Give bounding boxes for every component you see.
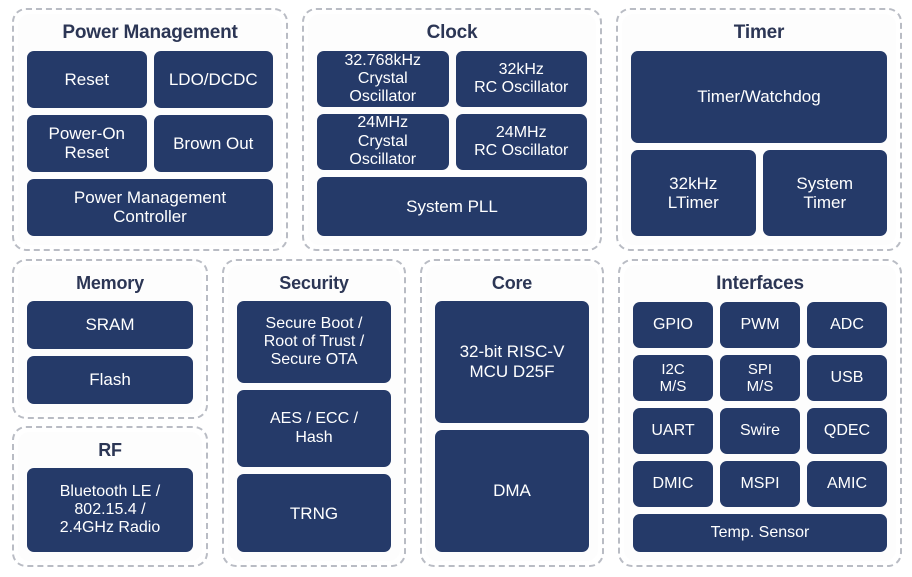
block-qdec[interactable]: QDEC [807, 408, 887, 455]
group-body-clock: 32.768kHz Crystal Oscillator 32kHz RC Os… [317, 50, 587, 237]
group-panel-rf: RF Bluetooth LE / 802.15.4 / 2.4GHz Radi… [18, 432, 202, 561]
block-swire[interactable]: Swire [720, 408, 800, 455]
block-aes-ecc-hash[interactable]: AES / ECC / Hash [237, 389, 391, 468]
interfaces-row-2: I2C M/S SPI M/S USB [633, 354, 887, 402]
interfaces-row-5: Temp. Sensor [633, 514, 887, 552]
block-trng[interactable]: TRNG [237, 474, 391, 552]
memory-row-1: SRAM [27, 300, 193, 349]
group-clock: Clock 32.768kHz Crystal Oscillator 32kHz… [302, 8, 602, 251]
group-title-power-management: Power Management [62, 22, 238, 43]
block-bluetooth-le-radio[interactable]: Bluetooth LE / 802.15.4 / 2.4GHz Radio [27, 467, 193, 552]
block-riscv-mcu[interactable]: 32-bit RISC-V MCU D25F [435, 300, 589, 423]
block-secure-boot[interactable]: Secure Boot / Root of Trust / Secure OTA [237, 300, 391, 383]
block-reset[interactable]: Reset [27, 50, 147, 108]
diagram-row-bottom: Memory SRAM Flash RF [12, 259, 902, 567]
group-body-interfaces: GPIO PWM ADC I2C M/S SPI M/S USB UART Sw… [633, 301, 887, 552]
block-uart[interactable]: UART [633, 408, 713, 455]
rf-row-1: Bluetooth LE / 802.15.4 / 2.4GHz Radio [27, 467, 193, 552]
block-system-pll[interactable]: System PLL [317, 176, 587, 237]
block-32khz-rc-oscillator[interactable]: 32kHz RC Oscillator [455, 50, 587, 107]
group-rf: RF Bluetooth LE / 802.15.4 / 2.4GHz Radi… [12, 426, 208, 567]
group-title-rf: RF [98, 440, 122, 460]
group-panel-memory: Memory SRAM Flash [18, 265, 202, 413]
block-32khz-ltimer[interactable]: 32kHz LTimer [631, 150, 756, 236]
block-24mhz-crystal-oscillator[interactable]: 24MHz Crystal Oscillator [317, 113, 449, 170]
pm-row-3: Power Management Controller [27, 178, 273, 236]
block-timer-watchdog[interactable]: Timer/Watchdog [631, 50, 887, 144]
group-title-security: Security [279, 273, 349, 293]
block-pwm[interactable]: PWM [720, 301, 800, 348]
group-column-memory-rf: Memory SRAM Flash RF [12, 259, 208, 567]
group-panel-power-management: Power Management Reset LDO/DCDC Power-On… [18, 14, 282, 245]
block-brown-out[interactable]: Brown Out [153, 114, 273, 172]
block-amic[interactable]: AMIC [807, 461, 887, 508]
memory-row-2: Flash [27, 355, 193, 405]
block-flash[interactable]: Flash [27, 355, 193, 405]
group-body-core: 32-bit RISC-V MCU D25F DMA [435, 300, 589, 553]
group-title-timer: Timer [733, 22, 785, 43]
group-memory: Memory SRAM Flash [12, 259, 208, 419]
group-panel-timer: Timer Timer/Watchdog 32kHz LTimer System… [622, 14, 896, 245]
group-title-core: Core [491, 273, 533, 293]
group-body-timer: Timer/Watchdog 32kHz LTimer System Timer [631, 50, 887, 236]
group-security: Security Secure Boot / Root of Trust / S… [222, 259, 406, 567]
block-power-management-controller[interactable]: Power Management Controller [27, 178, 273, 236]
interfaces-row-4: DMIC MSPI AMIC [633, 461, 887, 508]
block-adc[interactable]: ADC [807, 301, 887, 348]
clock-row-1: 32.768kHz Crystal Oscillator 32kHz RC Os… [317, 50, 587, 107]
core-row-1: 32-bit RISC-V MCU D25F [435, 300, 589, 423]
block-system-timer[interactable]: System Timer [762, 150, 887, 236]
group-title-memory: Memory [76, 273, 144, 293]
group-body-security: Secure Boot / Root of Trust / Secure OTA… [237, 300, 391, 552]
block-32768khz-crystal-oscillator[interactable]: 32.768kHz Crystal Oscillator [317, 50, 449, 107]
group-interfaces: Interfaces GPIO PWM ADC I2C M/S SPI M/S … [618, 259, 902, 567]
group-body-rf: Bluetooth LE / 802.15.4 / 2.4GHz Radio [27, 467, 193, 552]
group-title-interfaces: Interfaces [716, 273, 804, 294]
block-dma[interactable]: DMA [435, 429, 589, 553]
core-row-2: DMA [435, 429, 589, 553]
group-title-clock: Clock [426, 22, 478, 43]
group-timer: Timer Timer/Watchdog 32kHz LTimer System… [616, 8, 902, 251]
block-dmic[interactable]: DMIC [633, 461, 713, 508]
block-i2c[interactable]: I2C M/S [633, 354, 713, 402]
security-row-3: TRNG [237, 474, 391, 552]
interfaces-row-1: GPIO PWM ADC [633, 301, 887, 348]
group-panel-clock: Clock 32.768kHz Crystal Oscillator 32kHz… [308, 14, 596, 245]
block-sram[interactable]: SRAM [27, 300, 193, 349]
diagram-row-top: Power Management Reset LDO/DCDC Power-On… [12, 8, 902, 251]
security-row-1: Secure Boot / Root of Trust / Secure OTA [237, 300, 391, 383]
group-panel-core: Core 32-bit RISC-V MCU D25F DMA [426, 265, 598, 561]
clock-row-2: 24MHz Crystal Oscillator 24MHz RC Oscill… [317, 113, 587, 170]
block-temp-sensor[interactable]: Temp. Sensor [633, 514, 887, 552]
group-core: Core 32-bit RISC-V MCU D25F DMA [420, 259, 604, 567]
timer-row-1: Timer/Watchdog [631, 50, 887, 144]
block-24mhz-rc-oscillator[interactable]: 24MHz RC Oscillator [455, 113, 587, 170]
block-ldo-dcdc[interactable]: LDO/DCDC [153, 50, 273, 108]
interfaces-row-3: UART Swire QDEC [633, 408, 887, 455]
timer-row-2: 32kHz LTimer System Timer [631, 150, 887, 236]
group-panel-security: Security Secure Boot / Root of Trust / S… [228, 265, 400, 561]
block-gpio[interactable]: GPIO [633, 301, 713, 348]
block-mspi[interactable]: MSPI [720, 461, 800, 508]
pm-row-1: Reset LDO/DCDC [27, 50, 273, 108]
pm-row-2: Power-On Reset Brown Out [27, 114, 273, 172]
clock-row-3: System PLL [317, 176, 587, 237]
block-usb[interactable]: USB [807, 354, 887, 402]
block-power-on-reset[interactable]: Power-On Reset [27, 114, 147, 172]
group-body-power-management: Reset LDO/DCDC Power-On Reset Brown Out … [27, 50, 273, 236]
security-row-2: AES / ECC / Hash [237, 389, 391, 468]
group-panel-interfaces: Interfaces GPIO PWM ADC I2C M/S SPI M/S … [624, 265, 896, 561]
group-power-management: Power Management Reset LDO/DCDC Power-On… [12, 8, 288, 251]
group-body-memory: SRAM Flash [27, 300, 193, 405]
block-spi[interactable]: SPI M/S [720, 354, 800, 402]
